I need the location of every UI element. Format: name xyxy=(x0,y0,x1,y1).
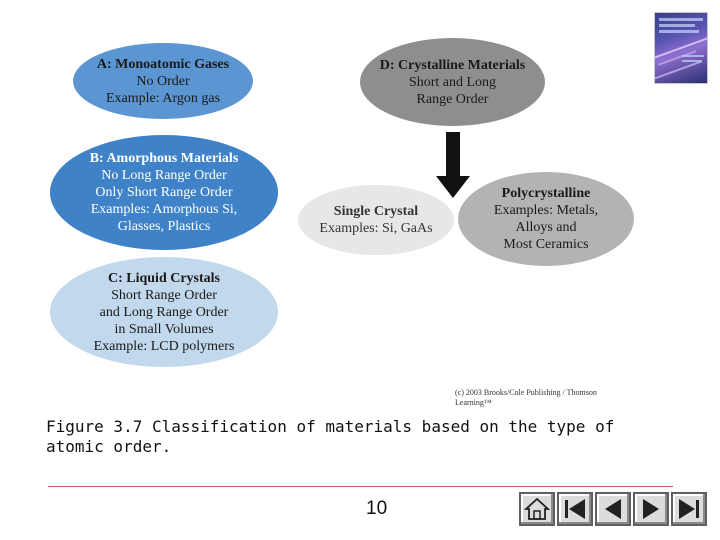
figure-caption: Figure 3.7 Classification of materials b… xyxy=(46,417,615,456)
next-page-button[interactable] xyxy=(633,492,669,526)
page-number: 10 xyxy=(366,498,388,519)
last-page-button[interactable] xyxy=(671,492,707,526)
ellipse-polycrystalline: Polycrystalline Examples: Metals, Alloys… xyxy=(458,172,634,266)
ellipse-single-crystal: Single Crystal Examples: Si, GaAs xyxy=(298,185,454,255)
ellipse-poly-line: Alloys and xyxy=(515,220,577,235)
ellipse-d-line: Range Order xyxy=(416,91,489,107)
first-page-icon xyxy=(565,499,585,519)
ellipse-crystalline-materials: D: Crystalline Materials Short and Long … xyxy=(360,38,545,126)
ellipse-a-title: A: Monoatomic Gases xyxy=(96,56,230,72)
slide-navigation xyxy=(519,492,707,526)
ellipse-poly-title: Polycrystalline xyxy=(501,186,591,201)
first-page-button[interactable] xyxy=(557,492,593,526)
ellipse-b-line: Glasses, Plastics xyxy=(117,219,211,234)
ellipse-d-line: Short and Long xyxy=(408,74,497,90)
ellipse-a-line: No Order xyxy=(136,73,190,89)
ellipse-b-title: B: Amorphous Materials xyxy=(89,151,239,166)
ellipse-amorphous-materials: B: Amorphous Materials No Long Range Ord… xyxy=(50,135,278,250)
ellipse-c-line: Example: LCD polymers xyxy=(93,338,235,354)
next-page-icon xyxy=(643,499,659,519)
previous-page-button[interactable] xyxy=(595,492,631,526)
ellipse-liquid-crystals: C: Liquid Crystals Short Range Order and… xyxy=(50,257,278,367)
ellipse-b-line: No Long Range Order xyxy=(101,168,227,183)
previous-page-icon xyxy=(605,499,621,519)
ellipse-b-line: Examples: Amorphous Si, xyxy=(90,202,238,217)
home-icon xyxy=(524,497,550,520)
ellipse-b-line: Only Short Range Order xyxy=(95,185,233,200)
ellipse-single-line: Examples: Si, GaAs xyxy=(319,221,433,236)
ellipse-monoatomic-gases: A: Monoatomic Gases No Order Example: Ar… xyxy=(73,43,253,119)
home-button[interactable] xyxy=(519,492,555,526)
ellipse-c-line: Short Range Order xyxy=(111,287,217,303)
ellipse-single-title: Single Crystal xyxy=(333,204,419,219)
ellipse-d-title: D: Crystalline Materials xyxy=(379,57,526,73)
ellipse-poly-line: Examples: Metals, xyxy=(493,203,599,218)
ellipse-c-line: and Long Range Order xyxy=(99,304,229,320)
ellipse-c-line: in Small Volumes xyxy=(114,321,214,337)
ellipse-c-title: C: Liquid Crystals xyxy=(107,270,221,286)
ellipse-a-line: Example: Argon gas xyxy=(105,90,221,106)
footer-divider xyxy=(48,486,673,487)
ellipse-poly-line: Most Ceramics xyxy=(503,237,589,252)
last-page-icon xyxy=(679,499,699,519)
book-cover-thumbnail xyxy=(654,12,708,84)
copyright-notice: (c) 2003 Brooks/Cole Publishing / Thomso… xyxy=(455,388,597,407)
down-arrow-icon xyxy=(436,132,470,198)
